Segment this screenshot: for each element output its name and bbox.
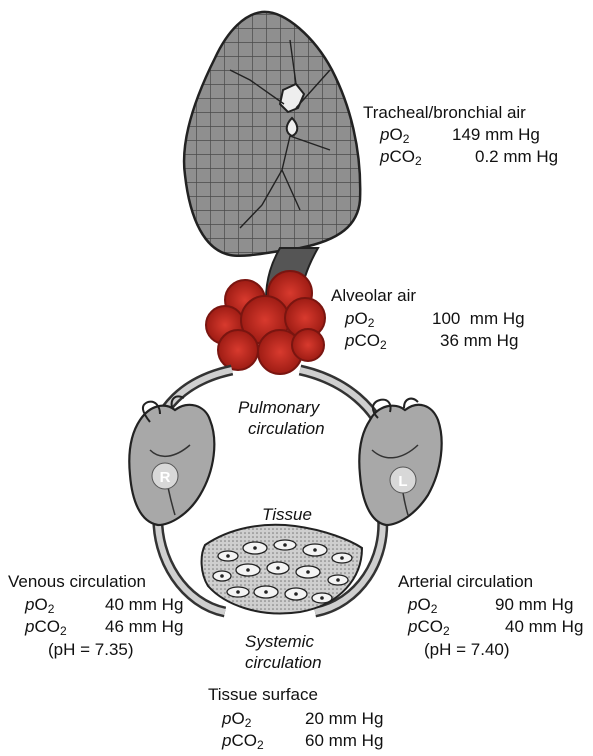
lung (184, 12, 360, 256)
venous-ph: (pH = 7.35) (48, 640, 134, 660)
tracheal-pco2-label: pCO2 (380, 146, 422, 172)
co-symbol: CO (389, 147, 415, 166)
o-symbol: O (417, 595, 430, 614)
pulmonary-line2: circulation (248, 419, 325, 439)
arterial-po2-value: 90 mm Hg (495, 594, 573, 615)
venous-po2-value: 40 mm Hg (105, 594, 183, 615)
heart-left (359, 399, 441, 525)
tracheal-pco2-value: 0.2 mm Hg (475, 146, 558, 167)
tracheal-po2-value: 149 mm Hg (452, 124, 540, 145)
surface-pco2-value: 60 mm Hg (305, 730, 383, 751)
subscript: 2 (431, 602, 438, 616)
alveolar-pco2-label: pCO2 (345, 330, 387, 356)
subscript: 2 (415, 154, 422, 168)
subscript: 2 (245, 716, 252, 730)
co-symbol: CO (354, 331, 380, 350)
subscript: 2 (48, 602, 55, 616)
o-symbol: O (389, 125, 402, 144)
tissue-label: Tissue (262, 505, 312, 525)
subscript: 2 (443, 624, 450, 638)
arterial-pco2-value: 40 mm Hg (505, 616, 583, 637)
alveolar-pco2-value: 36 mm Hg (440, 330, 518, 351)
venous-pco2-label: pCO2 (25, 616, 67, 642)
arterial-pco2-label: pCO2 (408, 616, 450, 642)
surface-po2-value: 20 mm Hg (305, 708, 383, 729)
venous-pco2-value: 46 mm Hg (105, 616, 183, 637)
co-symbol: CO (34, 617, 60, 636)
heart-left-letter: L (398, 473, 407, 490)
alveoli-cluster (206, 271, 325, 374)
heart-right-letter: R (160, 469, 171, 486)
systemic-line2: circulation (245, 653, 322, 673)
heart-right (129, 396, 214, 525)
systemic-line1: Systemic (245, 632, 314, 652)
o-symbol: O (231, 709, 244, 728)
subscript: 2 (403, 132, 410, 146)
subscript: 2 (60, 624, 67, 638)
subscript: 2 (380, 338, 387, 352)
alveolar-po2-value: 100 mm Hg (432, 308, 525, 329)
tracheal-title: Tracheal/bronchial air (363, 103, 526, 123)
co-symbol: CO (231, 731, 257, 750)
subscript: 2 (368, 316, 375, 330)
venous-title: Venous circulation (8, 572, 146, 592)
co-symbol: CO (417, 617, 443, 636)
arterial-ph: (pH = 7.40) (424, 640, 510, 660)
alveolar-title: Alveolar air (331, 286, 416, 306)
o-symbol: O (34, 595, 47, 614)
pulmonary-line1: Pulmonary (238, 398, 319, 418)
surface-title: Tissue surface (208, 685, 318, 705)
o-symbol: O (354, 309, 367, 328)
subscript: 2 (257, 738, 264, 752)
arterial-title: Arterial circulation (398, 572, 533, 592)
surface-pco2-label: pCO2 (222, 730, 264, 756)
